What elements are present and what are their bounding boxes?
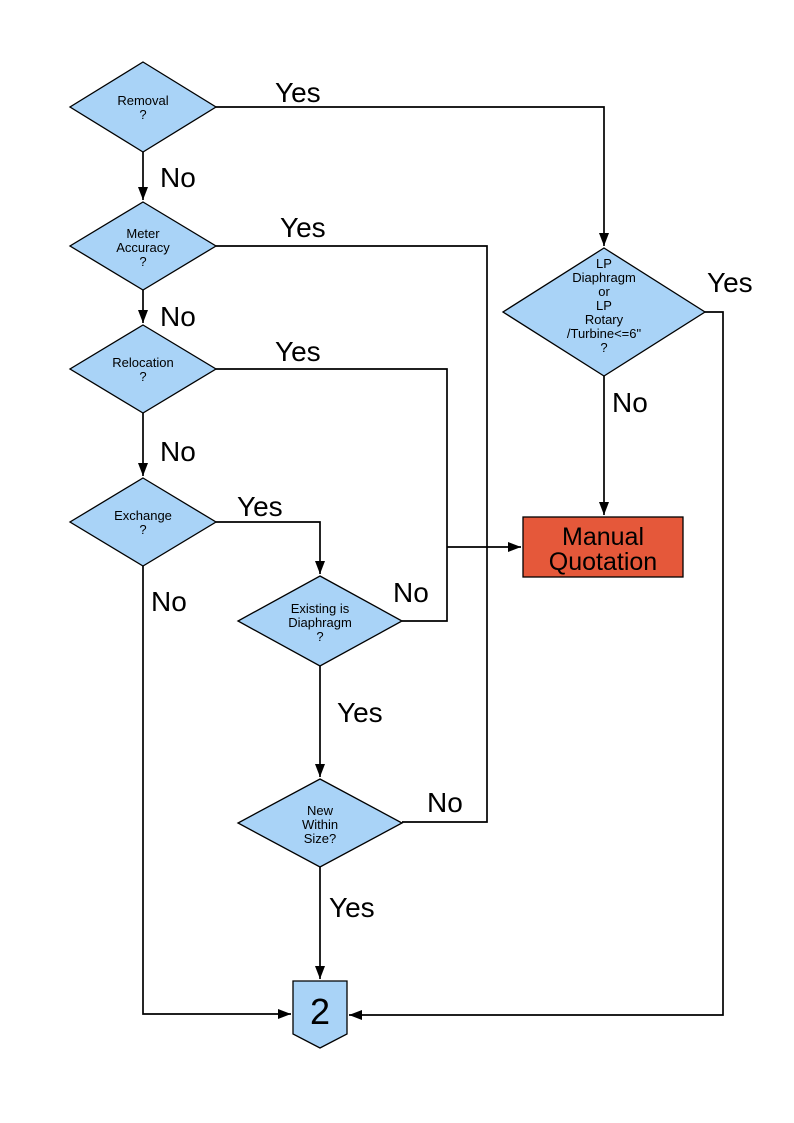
label-removal-yes: Yes <box>275 77 321 108</box>
offpage-connector-2 <box>292 980 348 1049</box>
offpage-connector-label: 2 <box>310 991 330 1032</box>
decision-relocation <box>68 324 218 414</box>
edge-removal-yes <box>216 106 609 246</box>
label-relocation-yes: Yes <box>275 336 321 367</box>
lp-label-line4: LP <box>596 298 612 313</box>
manual-quotation-label-line1: Manual <box>562 523 644 551</box>
relocation-label-line1: Relocation <box>112 355 173 370</box>
label-lp-no: No <box>612 387 648 418</box>
edge-labels: Yes No Yes No Yes No Yes No No Yes No Ye… <box>151 77 753 923</box>
process-manual-quotation <box>522 516 684 578</box>
label-existing-no: No <box>393 577 429 608</box>
lp-label-line6: /Turbine<=6" <box>567 326 642 341</box>
label-meter-accuracy-no: No <box>160 301 196 332</box>
decision-new-within-size <box>236 778 404 868</box>
lp-label-line5: Rotary <box>585 312 624 327</box>
manual-quotation-label-line2: Quotation <box>549 548 657 576</box>
new-within-size-label-line2: Within <box>302 817 338 832</box>
label-removal-no: No <box>160 162 196 193</box>
edge-relocation-yes <box>216 368 448 622</box>
existing-label-line2: Diaphragm <box>288 615 352 630</box>
node-labels: Removal ? Meter Accuracy ? Relocation ? … <box>112 93 657 1032</box>
lp-label-line1: LP <box>596 256 612 271</box>
edge-meter-accuracy-yes <box>216 245 488 823</box>
label-new-no: No <box>427 787 463 818</box>
lp-label-line2: Diaphragm <box>572 270 636 285</box>
edges <box>138 106 724 1020</box>
label-exchange-yes: Yes <box>237 491 283 522</box>
exchange-label-line1: Exchange <box>114 508 172 523</box>
decision-removal <box>68 61 218 153</box>
removal-label-line1: Removal <box>117 93 168 108</box>
decision-lp-meter <box>501 247 707 377</box>
meter-accuracy-label-line1: Meter <box>126 226 160 241</box>
exchange-label-line2: ? <box>139 522 146 537</box>
new-within-size-label-line1: New <box>307 803 334 818</box>
edge-lp-yes <box>349 311 724 1020</box>
existing-label-line3: ? <box>316 629 323 644</box>
relocation-label-line2: ? <box>139 369 146 384</box>
label-meter-accuracy-yes: Yes <box>280 212 326 243</box>
decision-existing-is-diaphragm <box>236 575 404 667</box>
meter-accuracy-label-line2: Accuracy <box>116 240 170 255</box>
decision-exchange <box>68 477 218 567</box>
meter-accuracy-label-line3: ? <box>139 254 146 269</box>
lp-label-line7: ? <box>600 340 607 355</box>
edge-exchange-no <box>142 566 291 1019</box>
label-existing-yes: Yes <box>337 697 383 728</box>
removal-label-line2: ? <box>139 107 146 122</box>
nodes <box>68 61 707 1049</box>
existing-label-line1: Existing is <box>291 601 350 616</box>
lp-label-line3: or <box>598 284 610 299</box>
label-relocation-no: No <box>160 436 196 467</box>
new-within-size-label-line3: Size? <box>304 831 337 846</box>
edge-exchange-yes <box>216 521 325 574</box>
label-lp-yes: Yes <box>707 267 753 298</box>
label-new-yes: Yes <box>329 892 375 923</box>
label-exchange-no: No <box>151 586 187 617</box>
decision-meter-accuracy <box>68 201 218 291</box>
